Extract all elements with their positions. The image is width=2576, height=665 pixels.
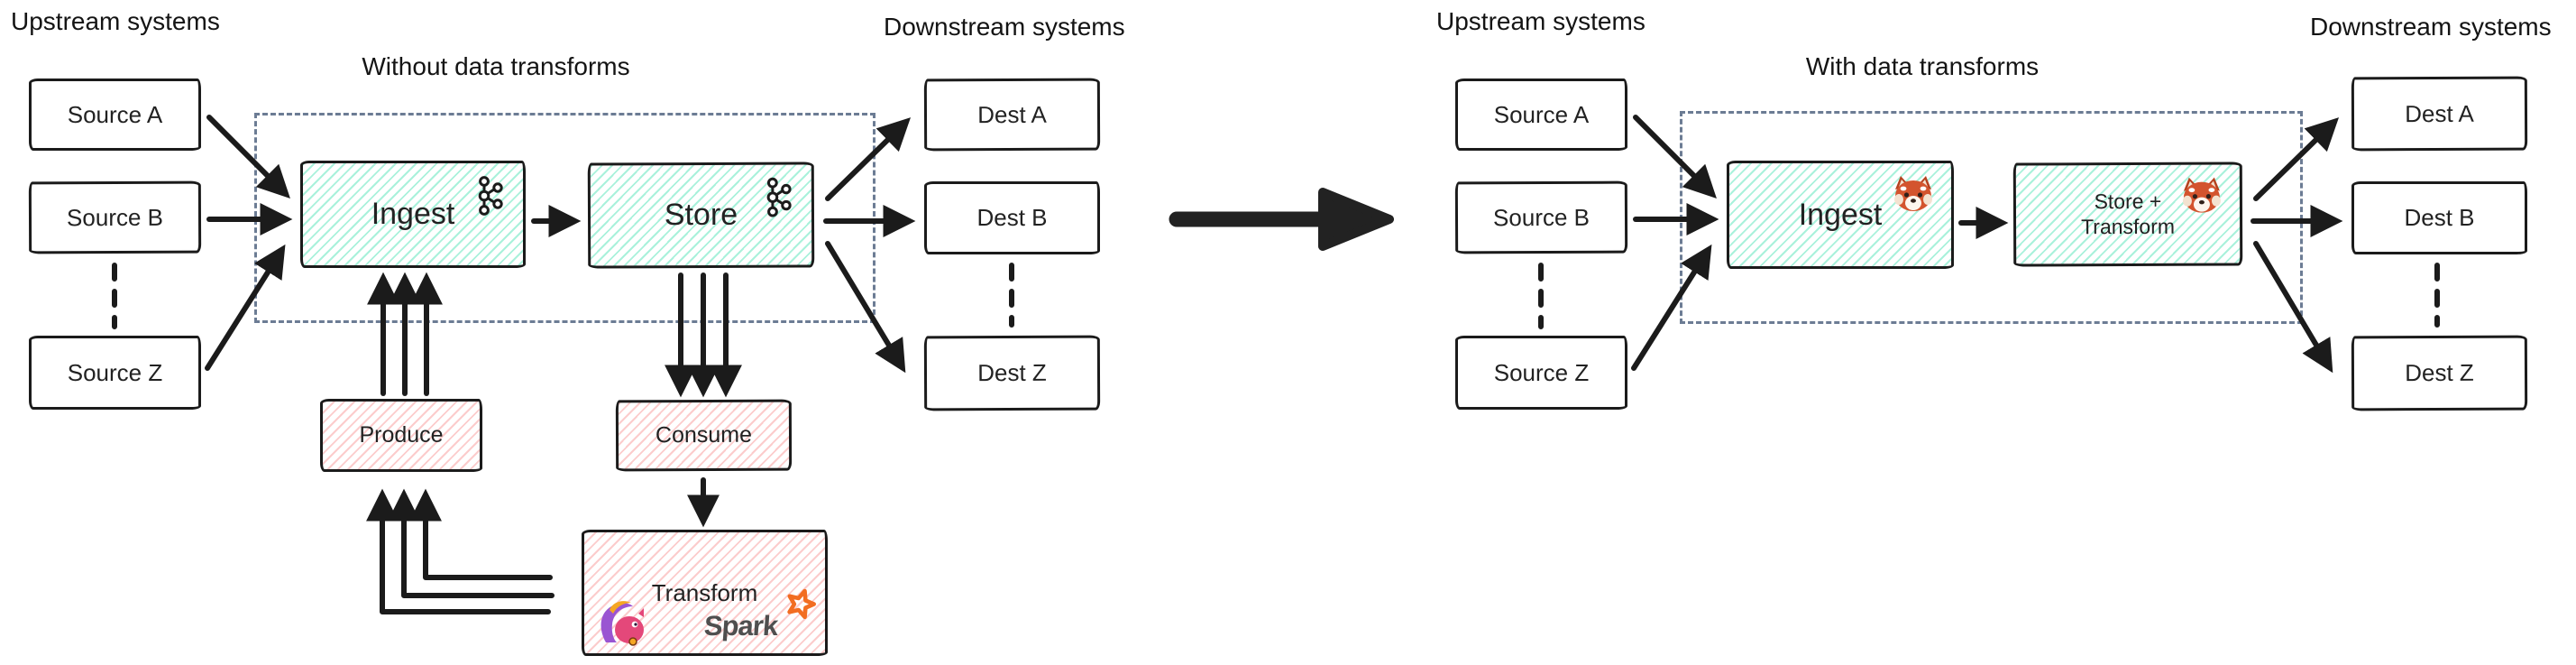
ingest-box: Ingest [300,161,526,268]
store-transform-box: Store + Transform [2012,162,2243,267]
spark-wordmark: Spark [702,610,779,642]
source-a-box: Source A [29,79,201,151]
dest-z-label: Dest Z [2405,358,2474,387]
source-a-label: Source A [67,100,163,128]
source-a-label: Source A [1493,100,1590,128]
dest-b-label: Dest B [976,204,1048,231]
produce-label: Produce [359,422,444,448]
arrow-transform-to-produce-3 [366,488,551,614]
source-b-label: Source B [66,203,164,231]
dest-b-box: Dest B [2351,181,2527,254]
spark-star-icon [787,588,816,619]
dest-z-box: Dest Z [923,335,1101,411]
diagram-title-with: With data transforms [1805,52,2040,80]
source-a-box: Source A [1455,79,1627,151]
dest-z-box: Dest Z [2351,335,2528,411]
arrow-transform-to-produce-1 [409,488,553,580]
dest-b-box: Dest B [924,181,1100,254]
source-b-box: Source B [28,180,202,254]
with-transforms-diagram: Upstream systems With data transforms Do… [1426,0,2576,665]
diagram-title-without: Without data transforms [362,52,630,80]
ingest-box: Ingest [1727,161,1954,269]
kafka-icon [478,176,503,216]
source-z-box: Source Z [29,336,201,410]
ingest-label: Ingest [371,197,455,231]
store-box: Store [587,162,815,269]
without-transforms-diagram: Upstream systems Without data transforms… [0,0,1150,665]
transform-label: Transform [651,579,758,606]
source-z-label: Source Z [67,358,163,386]
source-b-label: Source B [1492,203,1591,231]
dest-a-label: Dest A [977,100,1047,128]
transform-box: Transform Spark [582,530,828,656]
source-z-box: Source Z [1455,336,1627,410]
dest-a-box: Dest A [923,78,1101,152]
consume-label: Consume [655,421,753,448]
dest-b-label: Dest B [2404,204,2475,231]
upstream-systems-label: Upstream systems [1436,7,1646,35]
ingest-label: Ingest [1798,197,1883,232]
arrow-transform-to-produce-2 [388,488,555,598]
flink-squirrel-icon [600,601,644,646]
downstream-systems-label: Downstream systems [2310,13,2552,41]
downstream-systems-label: Downstream systems [884,13,1125,41]
spark-logo: Spark [702,588,816,642]
kafka-icon [766,177,792,217]
consume-box: Consume [615,399,793,472]
transition-arrow [1169,188,1394,251]
redpanda-icon [2182,177,2221,213]
store-transform-label: Store + Transform [2081,189,2176,238]
upstream-systems-label: Upstream systems [11,7,220,35]
store-label: Store [664,197,738,233]
produce-box: Produce [320,399,482,472]
source-z-label: Source Z [1493,358,1590,386]
dest-a-label: Dest A [2405,99,2474,127]
redpanda-icon [1894,176,1932,211]
dest-a-box: Dest A [2351,76,2528,152]
dest-z-label: Dest Z [977,358,1047,387]
source-b-box: Source B [1454,180,1628,254]
